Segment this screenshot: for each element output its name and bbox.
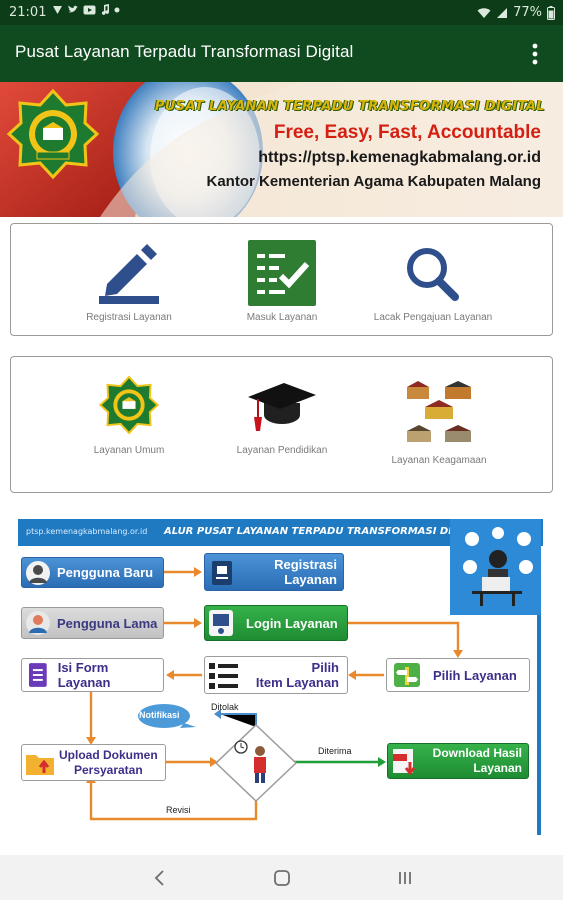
flow-download-line1: Download Hasil	[432, 746, 522, 760]
app-bar: Pusat Layanan Terpadu Transformasi Digit…	[0, 25, 563, 82]
user-icon	[26, 560, 50, 585]
checklist-icon	[248, 240, 316, 306]
tile-label-lacak: Lacak Pengajuan Layanan	[373, 312, 493, 323]
banner-background	[0, 82, 563, 217]
flow-pengguna-baru: Pengguna Baru	[21, 557, 164, 588]
wifi-icon	[477, 7, 491, 18]
flow-pilih-layanan: Pilih Layanan	[386, 658, 530, 692]
tile-label-umum: Layanan Umum	[93, 445, 165, 456]
tile-lacak-pengajuan[interactable]: Lacak Pengajuan Layanan	[367, 240, 499, 323]
flow-pengguna-lama-text: Pengguna Lama	[57, 615, 158, 631]
direction-sign-icon	[394, 663, 420, 687]
flow-revisi: Revisi	[166, 805, 191, 815]
status-right: 77%	[477, 5, 555, 20]
status-left-icons	[52, 4, 120, 15]
tile-layanan-umum[interactable]: Layanan Umum	[73, 375, 185, 456]
back-icon[interactable]	[148, 867, 172, 889]
flow-pengguna-baru-text: Pengguna Baru	[57, 565, 154, 580]
flow-isi-form-text: Isi Form Layanan	[57, 660, 111, 690]
tile-layanan-keagamaan[interactable]: Layanan Keagamaan	[379, 379, 499, 466]
battery-percent: 77%	[513, 5, 542, 20]
folder-upload-icon	[26, 754, 54, 775]
menu-card-services: Layanan Umum Layanan Pendidikan Layanan …	[10, 356, 553, 493]
twitter-icon	[68, 5, 78, 13]
status-time: 21:01	[9, 5, 47, 20]
status-bar: 21:01 77%	[0, 0, 563, 25]
menu-card-primary: Registrasi Layanan Masuk Layanan Lacak P…	[10, 223, 553, 336]
tile-masuk-layanan[interactable]: Masuk Layanan	[223, 240, 341, 323]
list-icon	[209, 663, 238, 689]
youtube-icon	[83, 5, 96, 14]
cellular-icon	[497, 7, 508, 18]
app-title: Pusat Layanan Terpadu Transformasi Digit…	[15, 42, 354, 61]
tile-label-registrasi: Registrasi Layanan	[86, 312, 172, 323]
graduation-cap-icon	[248, 383, 316, 431]
flow-pilih-item-line2: Item Layanan	[255, 675, 339, 690]
signal-icon	[53, 6, 62, 14]
search-icon	[407, 248, 459, 301]
music-icon	[101, 4, 110, 15]
kemenag-logo-icon	[98, 375, 160, 435]
system-nav-bar	[0, 855, 563, 900]
flow-site: ptsp.kemenagkabmalang.or.id	[26, 527, 148, 536]
pencil-icon	[99, 244, 159, 304]
flow-ditolak: Ditolak	[211, 702, 239, 712]
worship-places-icon	[407, 381, 471, 442]
header-banner: PUSAT LAYANAN TERPADU TRANSFORMASI DIGIT…	[0, 82, 563, 217]
flow-title: ALUR PUSAT LAYANAN TERPADU TRANSFORMASI …	[164, 526, 485, 537]
document-icon	[212, 561, 232, 585]
kemenag-logo-icon	[7, 88, 99, 180]
flow-notifikasi: Notifikasi	[139, 710, 180, 720]
user-avatar-icon	[26, 611, 50, 635]
battery-icon	[547, 5, 555, 20]
tile-label-keagamaan: Layanan Keagamaan	[391, 455, 487, 466]
user-laptop-icon	[463, 527, 533, 606]
tile-label-masuk: Masuk Layanan	[246, 312, 318, 323]
more-vert-icon[interactable]	[525, 42, 545, 66]
banner-tagline: Free, Easy, Fast, Accountable	[273, 122, 541, 143]
tile-layanan-pendidikan[interactable]: Layanan Pendidikan	[223, 375, 341, 456]
flow-upload-line2: Persyaratan	[73, 762, 143, 777]
home-icon[interactable]	[270, 867, 294, 889]
flow-pilih-layanan-text: Pilih Layanan	[433, 667, 517, 683]
flow-pengguna-lama: Pengguna Lama	[21, 607, 164, 639]
flow-diterima: Diterima	[318, 746, 352, 756]
flow-upload-line1: Upload Dokumen	[59, 747, 158, 762]
service-flow-diagram: ptsp.kemenagkabmalang.or.id ALUR PUSAT L…	[18, 519, 543, 835]
flow-registrasi-line1: Registrasi	[274, 557, 337, 572]
tile-registrasi-layanan[interactable]: Registrasi Layanan	[73, 240, 185, 323]
flow-isi-form: Isi Form Layanan	[21, 658, 164, 692]
banner-title: PUSAT LAYANAN TERPADU TRANSFORMASI DIGIT…	[154, 99, 545, 114]
banner-office: Kantor Kementerian Agama Kabupaten Malan…	[206, 173, 541, 190]
flow-pilih-item-line1: Pilih	[311, 660, 339, 675]
form-icon	[28, 663, 47, 687]
flow-login: Login Layanan	[204, 605, 348, 641]
flow-login-text: Login Layanan	[246, 615, 338, 631]
banner-url: https://ptsp.kemenagkabmalang.or.id	[258, 149, 541, 166]
flow-download-line2: Layanan	[473, 761, 522, 775]
dot-icon	[114, 7, 120, 12]
pdf-download-icon	[393, 749, 416, 776]
tile-label-pendidikan: Layanan Pendidikan	[236, 445, 328, 456]
flow-registrasi-line2: Layanan	[284, 572, 337, 587]
login-icon	[209, 610, 233, 636]
recents-icon[interactable]	[393, 867, 417, 889]
